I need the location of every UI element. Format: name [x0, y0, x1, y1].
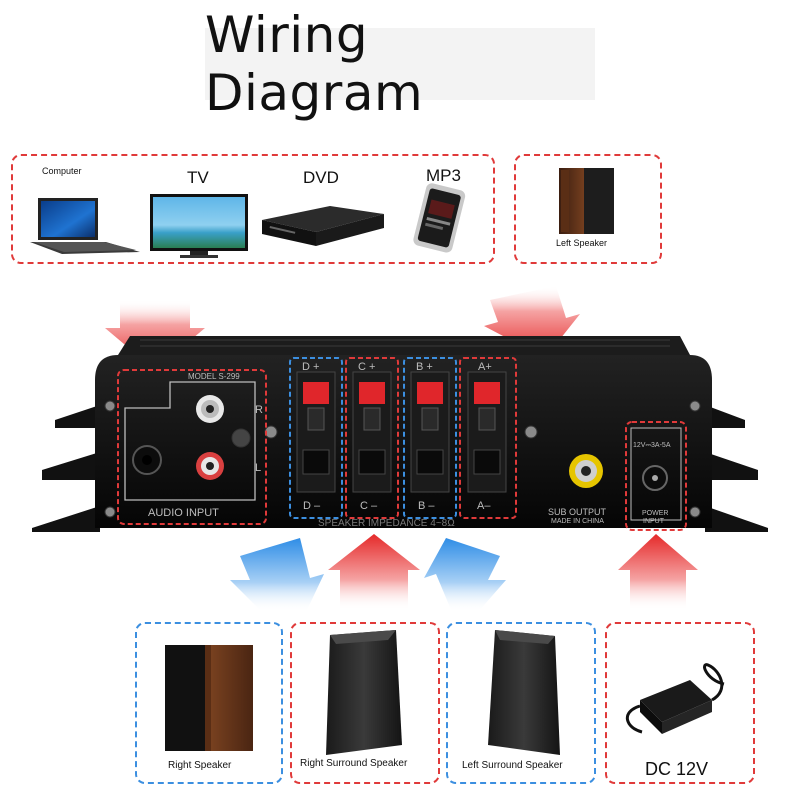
terminal-c-minus-label: C – [360, 500, 378, 512]
mp3-label: MP3 [426, 166, 461, 185]
mp3-player-icon [413, 183, 466, 253]
terminal-d-minus-label: D – [303, 500, 321, 512]
laptop-icon [30, 198, 140, 254]
audio-input-box [117, 369, 267, 525]
dc-jack-icon [642, 465, 668, 491]
screw-icon [104, 400, 701, 518]
dc-label: DC 12V [645, 759, 709, 779]
left-surround-speaker-icon [488, 630, 560, 755]
model-label: MODEL S-299 [188, 372, 240, 381]
terminal-b-plus-label: B + [416, 361, 433, 373]
input-arrow-icon [105, 300, 205, 370]
terminal-a-plus-label: A+ [478, 361, 492, 373]
right-surround-box [290, 622, 440, 784]
right-surround-speaker-icon [326, 630, 402, 755]
right-speaker-arrow-icon [230, 538, 324, 612]
tv-label: TV [187, 168, 209, 187]
aux-jack-icon [132, 445, 162, 475]
rca-left-jack-icon [196, 452, 224, 480]
left-surround-arrow-icon [424, 538, 506, 612]
impedance-label: SPEAKER IMPEDANCE 4~8Ω [318, 518, 455, 529]
right-surround-label: Right Surround Speaker [300, 758, 408, 769]
rca-l-label: L [255, 462, 262, 474]
left-surround-box [446, 622, 596, 784]
power-arrow-icon [618, 534, 698, 610]
dvd-label: DVD [303, 168, 339, 187]
computer-label: Computer [42, 166, 82, 176]
amplifier-heatsink [32, 405, 768, 532]
terminal-b-minus-label: B – [418, 500, 435, 512]
dvd-player-icon [262, 206, 384, 246]
left-speaker-label: Left Speaker [556, 238, 608, 248]
power-input-box [625, 421, 687, 531]
right-surround-arrow-icon [328, 534, 420, 610]
terminal-a-minus-label: A– [477, 500, 491, 512]
input-label: INPUT [643, 518, 664, 525]
amplifier-top [118, 336, 690, 355]
rca-right-jack-icon [196, 395, 224, 423]
sub-output-label: SUB OUTPUT [548, 507, 607, 517]
speaker-terminal-icons [296, 371, 507, 493]
left-speaker-icon [559, 168, 614, 234]
terminal-c-plus-label: C + [358, 361, 376, 373]
rca-r-label: R [255, 404, 263, 416]
terminal-d-plus-label: D + [302, 361, 320, 373]
right-speaker-box [135, 622, 283, 784]
power-supply-box [605, 622, 755, 784]
audio-input-label: AUDIO INPUT [148, 507, 219, 519]
made-in-label: MADE IN CHINA [551, 518, 604, 525]
right-speaker-label: Right Speaker [168, 760, 232, 771]
left-speaker-box [514, 154, 662, 264]
sub-output-jack-icon [569, 454, 603, 488]
right-speaker-icon [165, 645, 253, 751]
tv-icon [150, 194, 248, 258]
channel-a-box [459, 357, 517, 519]
dc-rating-label: 12V⎓3A-5A [633, 442, 671, 449]
left-surround-label: Left Surround Speaker [462, 760, 563, 771]
power-adapter-icon [626, 663, 725, 734]
input-sources-box [11, 154, 495, 264]
power-label: POWER [642, 510, 669, 517]
